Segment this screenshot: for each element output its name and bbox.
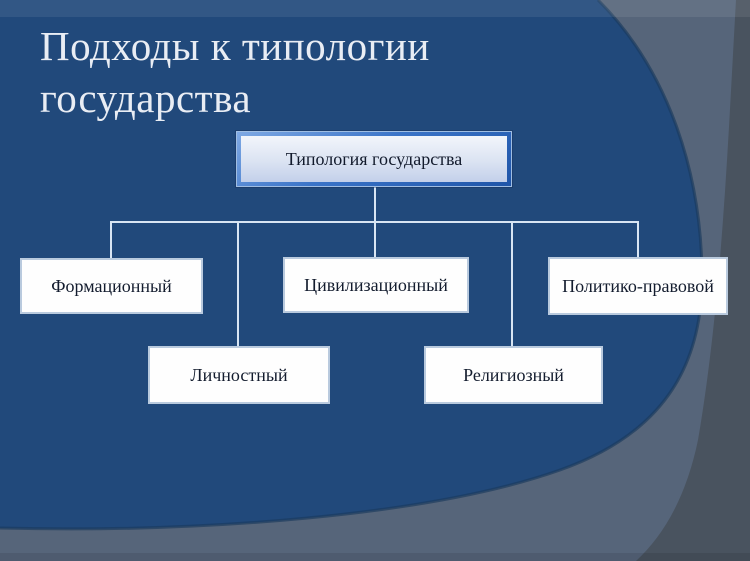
slide-title: Подходы к типологии государства bbox=[40, 23, 430, 122]
top-highlight-bar bbox=[0, 0, 750, 17]
background-dark-right-sweep bbox=[636, 0, 750, 561]
diagram-node-politiko-pravovoj: Политико-правовой bbox=[548, 257, 728, 315]
diagram-root-label: Типология государства bbox=[241, 136, 507, 182]
diagram-root-node: Типология государства bbox=[236, 131, 512, 187]
connector-drop-formacionnyj bbox=[110, 221, 112, 258]
diagram-node-lichnostnyj: Личностный bbox=[148, 346, 330, 404]
connector-drop-civilizacionnyj bbox=[374, 221, 376, 257]
diagram-node-formacionnyj: Формационный bbox=[20, 258, 203, 314]
diagram-node-religioznyj: Религиозный bbox=[424, 346, 603, 404]
diagram-node-civilizacionnyj: Цивилизационный bbox=[283, 257, 469, 313]
background-blue-shape-rim bbox=[0, 0, 704, 531]
connector-drop-lichnostnyj bbox=[237, 221, 239, 346]
connector-drop-politiko-pravovoj bbox=[637, 221, 639, 257]
bottom-shade-bar bbox=[0, 553, 750, 561]
connector-root-stem bbox=[374, 186, 376, 223]
connector-drop-religioznyj bbox=[511, 221, 513, 346]
